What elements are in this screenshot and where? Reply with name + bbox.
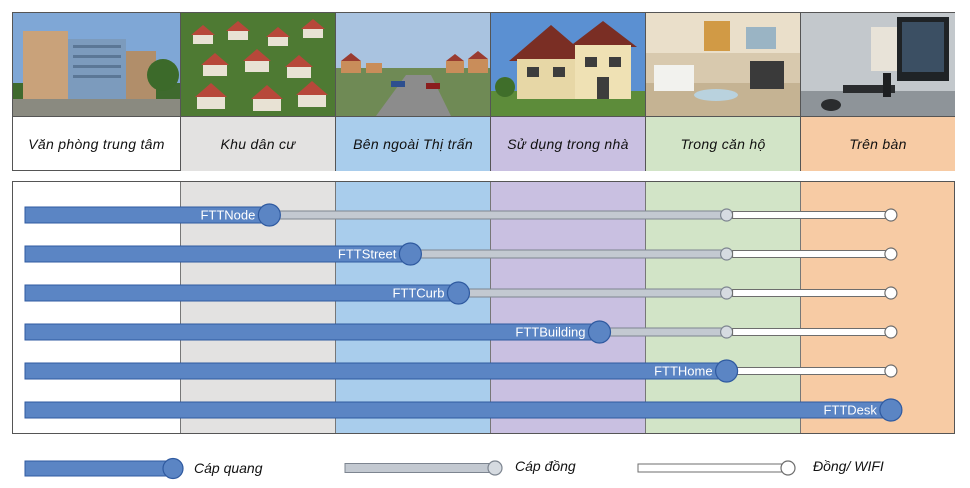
fttbuilding-fiber-bar (24, 323, 600, 341)
town-outskirts-photo (336, 13, 491, 116)
zone-label-desk: Trên bàn (801, 116, 955, 171)
fttcurb-label: FTTCurb (392, 286, 444, 301)
zone-column-residential (181, 182, 336, 433)
office-building-illustration (13, 13, 180, 116)
zone-column-desk (801, 182, 954, 433)
fttnode-fiber-end-node (257, 203, 281, 227)
fttbuilding-copper-line (599, 327, 728, 337)
fttstreet-wifi-line (732, 250, 892, 258)
desk-computer-illustration (801, 13, 955, 116)
ftthome-wifi-end-node (884, 364, 898, 378)
apartment-interior-photo (646, 13, 801, 116)
fttstreet-label: FTTStreet (338, 247, 397, 262)
office-building-photo (13, 13, 181, 116)
ftthome-label: FTTHome (654, 364, 713, 379)
legend (24, 457, 796, 480)
fttcurb-wifi-end-node (884, 286, 898, 300)
fttx-bars: FTTNodeFTTStreetFTTCurbFTTBuildingFTTHom… (24, 203, 903, 422)
legend-wifi-label: Đồng/ WIFI (813, 458, 884, 474)
fttnode-copper-line (268, 210, 728, 220)
house-illustration (491, 13, 645, 116)
fttcurb-copper-line (457, 288, 728, 298)
fttbuilding-fiber-end-node (587, 320, 612, 344)
zone-label-central-office: Văn phòng trung tâm (13, 116, 181, 171)
town-outskirts-illustration (336, 13, 490, 116)
fttstreet-fiber-end-node (398, 242, 422, 266)
fttcurb-copper-end-node (719, 286, 734, 300)
residential-area-photo (181, 13, 336, 116)
ftthome-fiber-bar (24, 362, 728, 380)
apartment-interior-illustration (646, 13, 800, 116)
zone-label-indoor: Sử dụng trong nhà (491, 116, 646, 171)
zone-column-indoor (491, 182, 646, 433)
ftthome-fiber-end-node (714, 359, 739, 383)
fttnode-label: FTTNode (200, 208, 255, 223)
desk-computer-photo (801, 13, 955, 116)
fttbuilding-wifi-line (732, 328, 892, 336)
fttnode-wifi-line (732, 211, 892, 219)
fttcurb-wifi-line (732, 289, 892, 297)
legend-copper-swatch (344, 460, 503, 476)
fttstreet-copper-line (409, 249, 728, 259)
zone-column-outskirts (336, 182, 491, 433)
fttdesk-fiber-end-node (879, 398, 903, 422)
legend-fiber-label: Cáp quang (194, 460, 263, 476)
ftthome-wifi-line (732, 367, 892, 375)
residential-area-illustration (181, 13, 335, 116)
house-photo (491, 13, 646, 116)
fttcurb-fiber-end-node (446, 281, 471, 305)
fttbuilding-copper-end-node (719, 325, 734, 339)
zone-label-outskirts: Bên ngoài Thị trấn (336, 116, 491, 171)
legend-fiber-swatch (24, 457, 184, 480)
fttdesk-fiber-bar (24, 401, 892, 419)
zone-label-apartment: Trong căn hộ (646, 116, 801, 171)
zone-column-central-office (13, 182, 181, 433)
fttnode-copper-end-node (719, 208, 734, 222)
fttdesk-label: FTTDesk (823, 403, 877, 418)
fttbuilding-wifi-end-node (884, 325, 898, 339)
legend-copper-label: Cáp đồng (515, 458, 576, 474)
legend-wifi-swatch (637, 460, 796, 476)
fttstreet-wifi-end-node (884, 247, 898, 261)
environment-header: Văn phòng trung tâm Khu dân cư Bên ngoài… (12, 12, 955, 171)
zone-label-residential: Khu dân cư (181, 116, 336, 171)
fttbuilding-label: FTTBuilding (515, 325, 585, 340)
zone-column-apartment (646, 182, 801, 433)
fttnode-wifi-end-node (884, 208, 898, 222)
fttstreet-copper-end-node (719, 247, 734, 261)
